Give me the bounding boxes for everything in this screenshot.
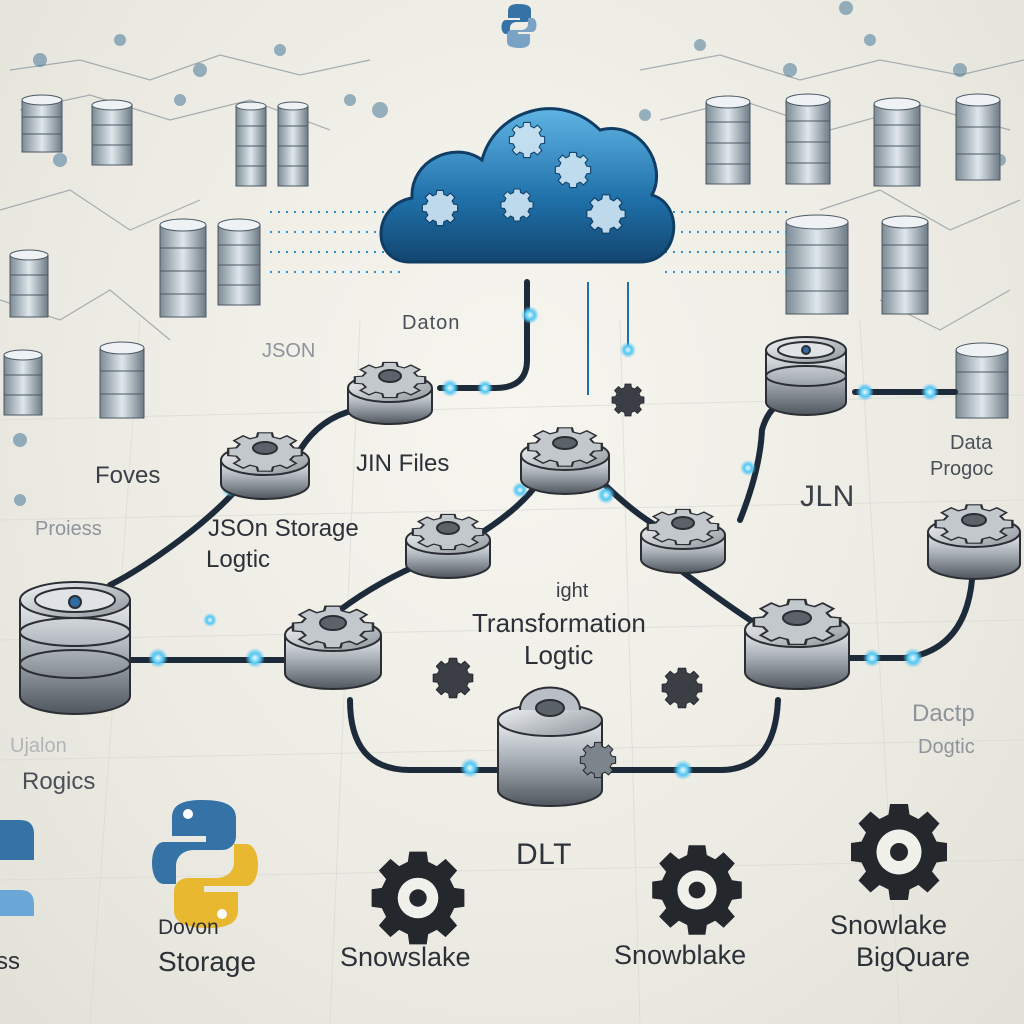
source-storage-cylinder [19, 581, 131, 715]
gear-node [284, 604, 382, 690]
label-data-prog-line1: Data [950, 432, 993, 454]
gear-icon [432, 657, 474, 699]
database-cylinder-icon [955, 342, 1009, 419]
database-cylinder-icon [3, 349, 43, 416]
gear-node [927, 503, 1021, 580]
database-cylinder-icon [21, 94, 63, 153]
label-python-storage-line2: Storage [158, 946, 257, 977]
label-rogics: Rogics [22, 768, 96, 795]
label-transformation-line2: Logtic [524, 640, 594, 670]
gear-icon [611, 383, 645, 417]
label-jln: JLN [800, 480, 855, 513]
label-json-faded: JSON [262, 340, 316, 362]
thin-signal-lines [587, 282, 629, 395]
gear-node [405, 513, 491, 579]
gear-icon [851, 804, 947, 900]
bottom-python-logo [152, 800, 258, 928]
database-cylinder-icon [881, 215, 929, 315]
label-python-storage-line1: Dovon [158, 916, 219, 939]
target-storage-cylinder [765, 336, 847, 416]
database-cylinder-icon [91, 99, 133, 166]
cloud-connector-lines [270, 211, 790, 273]
gear-icon [371, 851, 465, 945]
gear-icon [661, 667, 703, 709]
gear-node [520, 426, 610, 495]
label-jin-files: JIN Files [356, 450, 450, 477]
gear-icon [579, 741, 617, 779]
database-cylinder-icon [217, 218, 261, 306]
database-cylinder-icon [785, 93, 831, 185]
database-cylinder-icon [785, 214, 849, 315]
database-cylinder-icon [159, 218, 207, 318]
gear-node [640, 508, 726, 574]
label-proiess: Proiess [35, 518, 102, 540]
pipeline-nodes [19, 336, 1021, 807]
gear-icon [586, 194, 626, 234]
label-json-storage-line2: Logtic [206, 546, 271, 573]
gear-node [347, 361, 433, 425]
label-transformation-line1: Transformation [472, 608, 646, 638]
dlt-hub-node [497, 686, 617, 807]
python-logo-icon [501, 4, 537, 48]
label-json-storage-line1: JSOn Storage [208, 515, 359, 542]
database-cylinder-icon [955, 93, 1001, 181]
gear-icon [500, 188, 534, 222]
gear-node [220, 431, 310, 500]
gear-icon [421, 189, 459, 227]
background-databases [3, 93, 1009, 419]
gear-icon [652, 845, 742, 935]
label-ss: ss [0, 948, 20, 975]
gear-node [744, 598, 850, 690]
label-light: ight [556, 580, 589, 602]
bottom-left-partial-logo [0, 820, 34, 916]
label-data-prog-line2: Progoc [930, 458, 994, 480]
label-foves: Foves [95, 462, 161, 489]
label-dacti-line1: Dactp [912, 700, 975, 727]
database-cylinder-icon [235, 101, 267, 187]
label-snowflake-2: Snowblake [614, 940, 747, 970]
label-daton: Daton [402, 312, 461, 334]
gear-icon [508, 121, 546, 159]
label-snowflake-1: Snowslake [340, 942, 471, 972]
gear-icon [554, 151, 592, 189]
database-cylinder-icon [873, 97, 921, 187]
label-dacti-line2: Dogtic [918, 736, 975, 758]
label-dlt: DLT [516, 838, 572, 871]
label-snowflake-bigquery-line2: BigQuare [856, 942, 971, 972]
label-bottom-left-faded: Ujalon [10, 735, 67, 757]
central-cloud [379, 107, 676, 264]
label-snowflake-bigquery-line1: Snowlake [830, 910, 948, 940]
database-cylinder-icon [9, 249, 49, 318]
database-cylinder-icon [99, 341, 145, 419]
database-cylinder-icon [705, 95, 751, 185]
database-cylinder-icon [277, 101, 309, 187]
